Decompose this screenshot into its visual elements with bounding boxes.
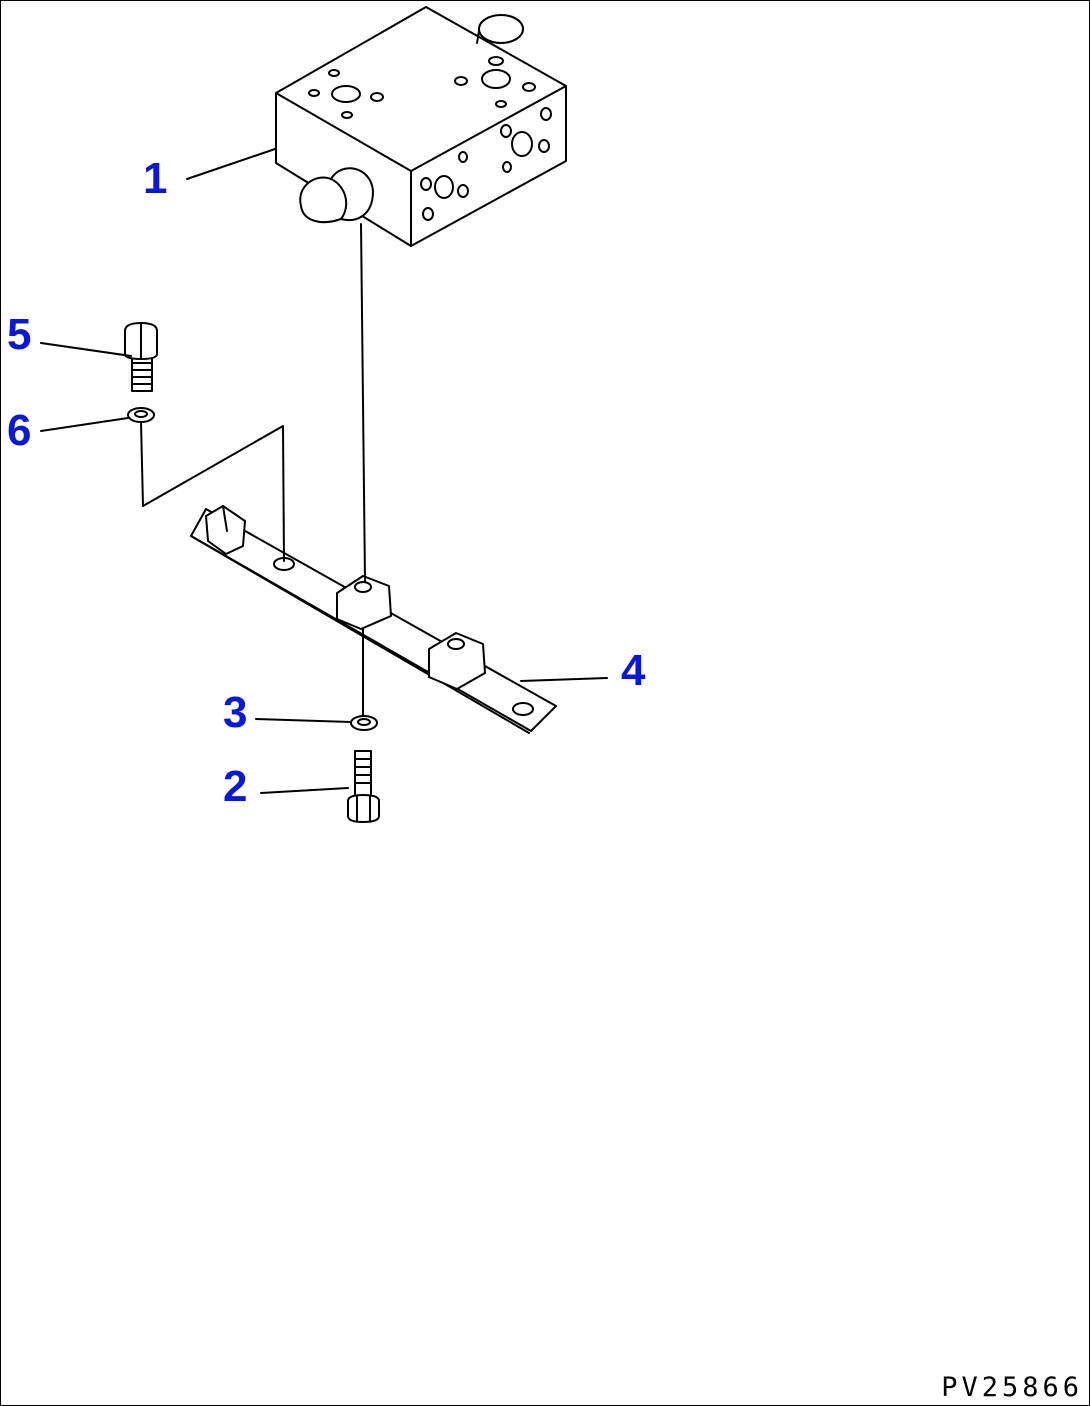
callout-6: 6 — [7, 406, 32, 455]
callout-3: 3 — [223, 688, 248, 737]
leader-lines — [40, 148, 608, 794]
callout-5: 5 — [7, 310, 32, 359]
assembly-lines — [140, 223, 366, 717]
callout-4: 4 — [621, 646, 646, 695]
bracket — [190, 505, 557, 734]
drawing-reference-code: PV25866 — [941, 1372, 1083, 1403]
bolt-lower — [347, 750, 380, 823]
washer-lower — [350, 715, 378, 731]
washer-upper — [127, 407, 155, 423]
callout-1: 1 — [143, 154, 168, 203]
bolt-upper — [124, 322, 158, 392]
callout-2: 2 — [223, 762, 248, 811]
valve-block — [275, 6, 567, 247]
